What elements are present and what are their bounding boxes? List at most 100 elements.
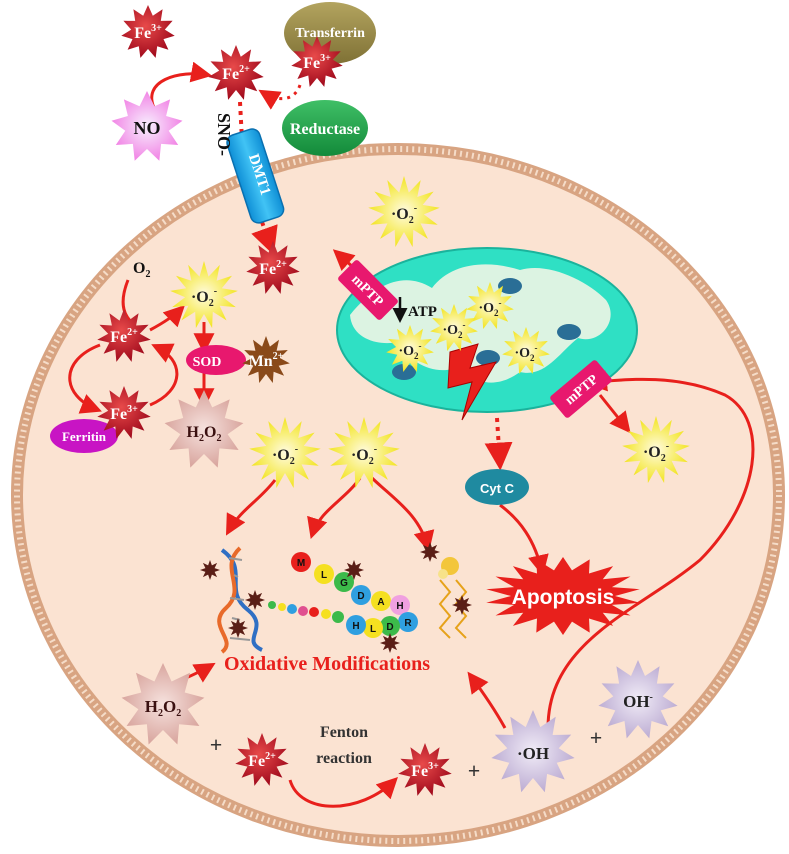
arrow-fe3-reduction: [258, 84, 302, 110]
protein-bead: [351, 585, 371, 605]
o2-label: O2: [133, 260, 150, 280]
protein-bead-letter: M: [297, 558, 305, 569]
arrow-ros-to-dna: [225, 479, 277, 536]
h2o2-cell-label: H2O2: [187, 424, 222, 444]
superoxide-label: ·O2-: [391, 203, 417, 226]
protein-bead-letter: H: [352, 621, 359, 632]
arrow-fe3-to-fe2: [149, 343, 179, 407]
fe3-left-star: Fe3+: [97, 386, 151, 439]
superoxide-cyto-1: ·O2-: [368, 176, 440, 247]
protein-bead: [334, 572, 354, 592]
arrow-oh-to-mptp: [546, 370, 755, 729]
superoxide-cyto-2: ·O2-: [170, 261, 238, 328]
lipid-molecule: [438, 557, 468, 639]
protein-bead: [380, 616, 400, 636]
ferritin-label: Ferritin: [62, 429, 107, 444]
protein-bead-letter: H: [396, 601, 403, 612]
sod-label: SOD: [193, 355, 222, 370]
superoxide-label: ·O2-: [191, 286, 217, 309]
fe2-left-label: Fe2+: [110, 327, 138, 346]
h2o2-cell-star: H2O2: [164, 390, 244, 468]
damage-lightning-icon: [447, 343, 498, 421]
fe2-fenton-star: Fe2+: [235, 733, 289, 786]
ferritin-protein: [50, 419, 118, 453]
protein-bead-letter: A: [377, 597, 384, 608]
superoxide-mito-2: ·O2-: [430, 304, 478, 351]
protein-bead: [291, 552, 311, 572]
superoxide-label: ·O2-: [398, 341, 421, 361]
superoxide-mito-3: ·O2-: [386, 325, 434, 372]
protein-bead-letter: G: [340, 578, 348, 589]
no-star: NO: [111, 91, 183, 161]
superoxide-dna: ·O2-: [249, 417, 321, 488]
arrow-fenton-fe2-to-fe3: [288, 777, 398, 808]
dmt1-transporter: DMT1: [226, 128, 285, 224]
protein-bead-letter: L: [321, 570, 327, 581]
reductase-label: Reductase: [290, 121, 360, 138]
mito-granule: [392, 364, 416, 380]
oh-radical-star: ·OH: [491, 710, 575, 793]
protein-bead: [398, 612, 418, 632]
fe2-cell-label: Fe2+: [259, 259, 287, 278]
superoxide-label: ·O2-: [351, 444, 377, 467]
cytoplasm: [23, 155, 773, 835]
arrow-no-to-fe2: [150, 61, 213, 111]
mn-label: Mn2+: [249, 351, 284, 370]
h2o2-fenton-star: H2O2: [121, 663, 205, 745]
fe3-fenton-star: Fe3+: [398, 743, 452, 796]
protein-bead: [314, 564, 334, 584]
protein-bead-letter: R: [404, 618, 412, 629]
superoxide-protein: ·O2-: [328, 417, 400, 488]
sod-enzyme: [186, 345, 246, 375]
mito-granule: [557, 324, 581, 340]
apoptosis-burst: Apoptosis: [486, 557, 640, 635]
protein-bead: [346, 615, 366, 635]
protein-bead-letter: D: [386, 622, 393, 633]
arrow-cytc-release: [484, 417, 513, 471]
arrow-mptp-release-right: [598, 394, 631, 434]
superoxide-mito-1: ·O2-: [466, 282, 514, 329]
fe3-left-label: Fe3+: [110, 404, 138, 423]
fe3-fenton-label: Fe3+: [411, 761, 439, 780]
superoxide-mito-4: ·O2-: [502, 327, 550, 374]
protein-bead: [363, 618, 383, 638]
fe2-top-label: Fe2+: [222, 64, 250, 83]
dna-helix: [217, 546, 263, 654]
oh-minus-star: OH-: [598, 660, 678, 739]
fe3-top-label: Fe3+: [134, 23, 162, 42]
arrow-fe2-to-fe3: [68, 343, 102, 414]
damage-markers: [200, 542, 472, 653]
superoxide-label: ·O2-: [643, 441, 669, 464]
fe2-fenton-label: Fe2+: [248, 751, 276, 770]
oxidative-modifications-label: Oxidative Modifications: [224, 653, 430, 675]
protein-bead-letter: D: [357, 591, 364, 602]
fe2-left-star: Fe2+: [97, 309, 151, 362]
mito-granule: [498, 278, 522, 294]
h2o2-fenton-label: H2O2: [145, 697, 181, 719]
link-fe2-sno: [238, 101, 244, 141]
sno-label: SNO-: [214, 113, 234, 156]
plus-sign: +: [590, 725, 603, 750]
fe3-transferrin-star: Fe3+: [291, 36, 343, 87]
cytc-label: Cyt C: [480, 481, 515, 496]
oh-minus-label: OH-: [623, 692, 653, 711]
fenton-label-line1: Fenton: [320, 724, 368, 741]
superoxide-label: ·O2-: [272, 444, 298, 467]
fe2-top-star: Fe2+: [208, 45, 264, 100]
apoptosis-label: Apoptosis: [512, 586, 615, 609]
superoxide-label: ·O2-: [514, 343, 537, 363]
protein-bead: [371, 591, 391, 611]
plus-sign: +: [210, 732, 223, 757]
fe2-cell-star: Fe2+: [246, 241, 300, 294]
superoxide-label: ·O2-: [478, 298, 501, 318]
arrow-oh-to-oxidative: [467, 671, 507, 729]
protein-chain-tail: [268, 601, 344, 623]
transferrin-label: Transferrin: [295, 26, 365, 41]
membrane-lipid-heads: [14, 146, 782, 844]
cytochrome-c: [465, 469, 529, 505]
protein-bead-letter: L: [370, 624, 376, 635]
superoxide-released: ·O2-: [622, 416, 690, 483]
